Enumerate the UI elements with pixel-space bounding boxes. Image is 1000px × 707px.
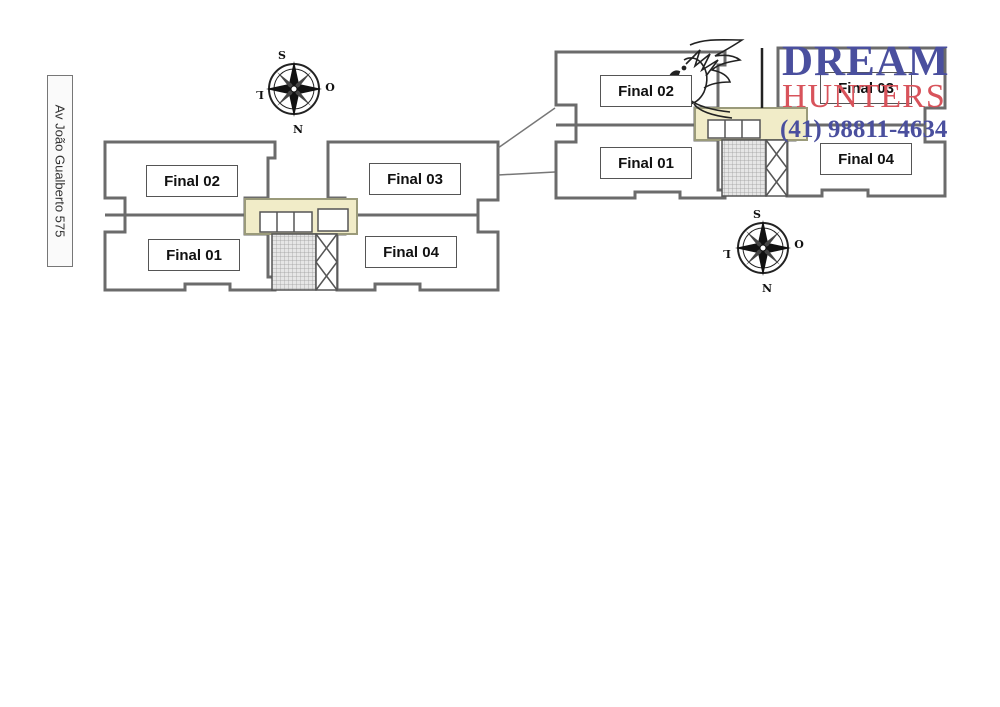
left-unit-final-02: Final 02 [146, 165, 238, 197]
right-unit-final-01: Final 01 [600, 147, 692, 179]
compass-left-l: L [256, 88, 264, 101]
brand-phone: (41) 98811-4634 [780, 116, 948, 143]
right-unit-final-03: Final 03 [820, 72, 912, 104]
right-core [694, 107, 808, 197]
compass-right-n: N [762, 282, 772, 295]
street-sign: Av João Gualberto 575 [47, 75, 73, 267]
compass-left-n: N [293, 123, 303, 136]
compass-left-s: S [278, 49, 286, 62]
compass-right-l: L [723, 247, 731, 260]
compass-left-o: O [325, 81, 335, 94]
brand-hunters: HUNTERS [782, 78, 946, 115]
left-unit-final-01: Final 01 [148, 239, 240, 271]
eagle-logo-icon [668, 38, 745, 119]
left-core [244, 198, 358, 291]
right-unit-final-02: Final 02 [600, 75, 692, 107]
compass-right-s: S [753, 208, 761, 221]
brand-dream: DREAM [782, 38, 950, 85]
compass-rose-left-icon: S O L N [256, 49, 335, 136]
left-unit-final-03: Final 03 [369, 163, 461, 195]
compass-right-o: O [794, 238, 804, 251]
compass-rose-right-icon: S O L N [723, 208, 804, 295]
right-unit-final-04: Final 04 [820, 143, 912, 175]
left-unit-final-04: Final 04 [365, 236, 457, 268]
